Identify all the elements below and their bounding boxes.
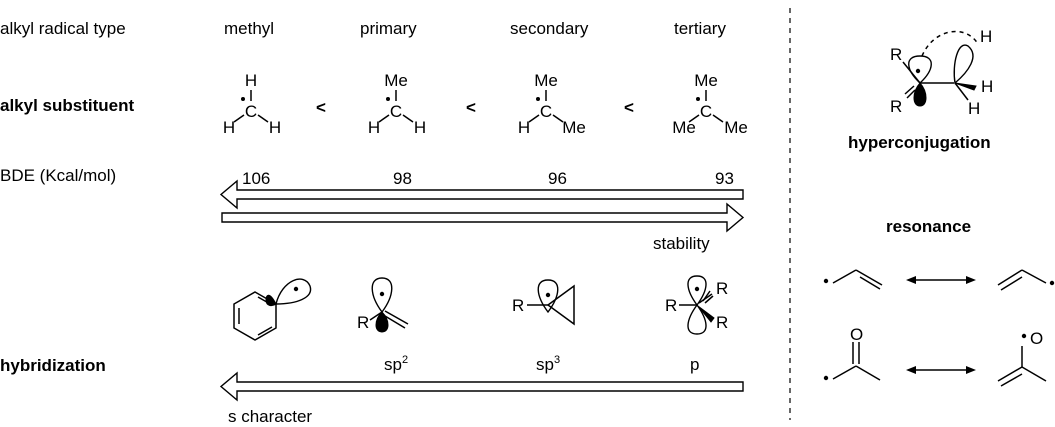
methyl-right-atom: H (269, 118, 281, 137)
s-character-arrow-left (219, 371, 744, 402)
primary-right-atom: H (414, 118, 426, 137)
methyl-top-atom: H (245, 71, 257, 90)
hyper-h-right: H (981, 77, 993, 96)
secondary-radical-structure: Me C H Me (518, 71, 586, 137)
bde-tertiary: 93 (715, 169, 734, 188)
less-than-1: < (316, 98, 326, 117)
tertiary-center-atom: C (700, 102, 712, 121)
radical-dot-icon (1021, 333, 1027, 339)
methyl-radical-structure: H C H H (223, 71, 281, 137)
overlap-dashed-curve (921, 30, 979, 57)
cyclopropyl-radical-structure: R (512, 279, 575, 326)
vinyl-radical-structure: R (357, 277, 409, 333)
s-character-label: s character (228, 407, 312, 426)
stability-arrow-right (221, 202, 745, 233)
less-than-2: < (466, 98, 476, 117)
vinyl-r-label: R (357, 313, 369, 332)
primary-radical-structure: Me C H H (368, 71, 426, 137)
cyclopropyl-r-label: R (512, 296, 524, 315)
hyb-sp3: sp3 (536, 354, 560, 374)
tertiary-top-atom: Me (694, 71, 718, 90)
primary-center-atom: C (390, 102, 402, 121)
methyl-left-atom: H (223, 118, 235, 137)
row-label-substituent: alkyl substituent (0, 96, 134, 115)
radical-dot-icon (1049, 280, 1055, 286)
type-methyl: methyl (224, 19, 274, 38)
hyb-sp2: sp2 (384, 354, 408, 374)
hyper-r-upper: R (890, 45, 902, 64)
radical-dot-icon (694, 286, 700, 292)
type-primary: primary (360, 19, 417, 38)
enolate-o-atom: O (1030, 329, 1043, 348)
hyperconjugation-label: hyperconjugation (848, 133, 991, 152)
tertiary-radical-structure: Me C Me Me (672, 71, 748, 137)
radical-dot-icon (545, 292, 551, 298)
acetonyl-radical-resonance: O O (823, 325, 1047, 387)
sp2-orbital-lobe-icon (275, 278, 312, 305)
p-orbital-upper-lobe-icon (908, 55, 932, 84)
radical-dot-icon (386, 97, 390, 101)
p-orbital-lower-lobe-icon (687, 303, 707, 335)
radical-dot-icon (823, 375, 829, 381)
primary-left-atom: H (368, 118, 380, 137)
secondary-center-atom: C (540, 102, 552, 121)
resonance-label: resonance (886, 217, 971, 236)
tertiary-p-r-lower: R (716, 313, 728, 332)
radical-dot-icon (379, 291, 385, 297)
row-label-hybridization: hybridization (0, 356, 106, 375)
hyper-h-lower: H (968, 99, 980, 118)
hyb-p: p (690, 355, 699, 374)
acetonyl-o-atom: O (850, 325, 863, 344)
ch-sigma-orbital-icon (953, 44, 974, 85)
radical-dot-icon (536, 97, 540, 101)
phenyl-radical-structure (233, 278, 312, 341)
row-label-bde: BDE (Kcal/mol) (0, 166, 116, 185)
p-orbital-lower-lobe-icon (913, 82, 927, 107)
type-tertiary: tertiary (674, 19, 726, 38)
secondary-right-atom: Me (562, 118, 586, 137)
radical-dot-icon (823, 278, 829, 284)
p-orbital-lower-lobe-icon (375, 311, 389, 333)
secondary-left-atom: H (518, 118, 530, 137)
stability-label: stability (653, 234, 710, 253)
secondary-top-atom: Me (534, 71, 558, 90)
hyper-r-lower: R (890, 97, 902, 116)
bde-secondary: 96 (548, 169, 567, 188)
tertiary-p-r-upper: R (716, 279, 728, 298)
type-secondary: secondary (510, 19, 589, 38)
row-label-radical-type: alkyl radical type (0, 19, 126, 38)
tertiary-p-radical-structure: R R R (665, 275, 728, 335)
hyperconjugation-structure: R R H H H (890, 27, 993, 118)
tertiary-right-atom: Me (724, 118, 748, 137)
methyl-center-atom: C (245, 102, 257, 121)
tertiary-left-atom: Me (672, 118, 696, 137)
less-than-3: < (624, 98, 634, 117)
radical-dot-icon (293, 286, 299, 292)
tertiary-p-r-left: R (665, 296, 677, 315)
primary-top-atom: Me (384, 71, 408, 90)
radical-dot-icon (241, 97, 245, 101)
radical-dot-icon (696, 97, 700, 101)
bde-methyl: 106 (242, 169, 270, 188)
sp2-orbital-filled-lobe-icon (265, 294, 277, 307)
hyper-h-upper: H (980, 27, 992, 46)
allyl-radical-resonance (823, 269, 1055, 291)
bde-primary: 98 (393, 169, 412, 188)
radical-dot-icon (915, 68, 921, 74)
bde-arrow-left (219, 179, 744, 210)
